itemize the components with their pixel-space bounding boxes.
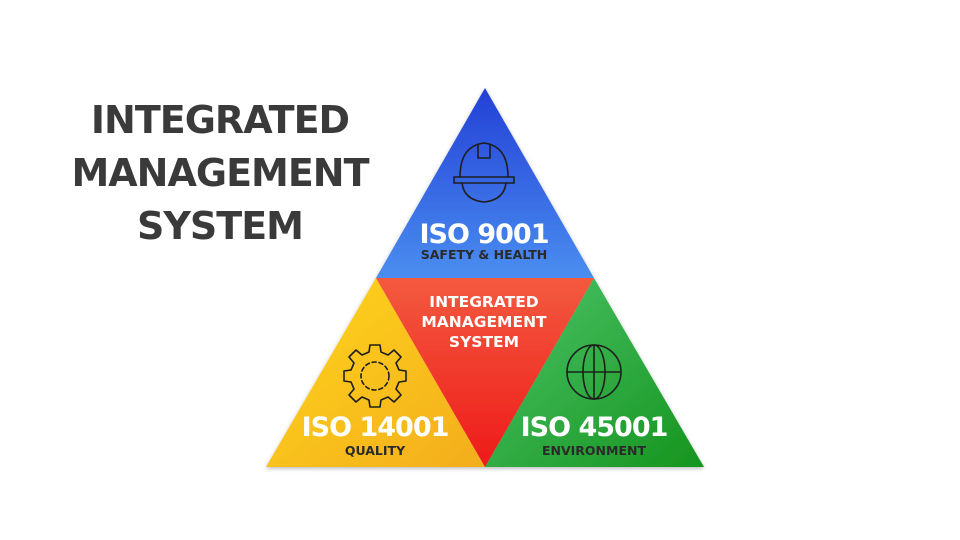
right-iso-title: ISO 45001 [521,412,668,443]
right-iso-subtitle: ENVIRONMENT [542,443,646,458]
center-section-triangle [376,278,594,467]
main-title-line-3: SYSTEM [137,204,304,248]
center-label-line-1: INTEGRATED [429,293,539,311]
gear-icon [343,344,407,408]
top-iso-title: ISO 9001 [420,219,549,250]
center-label-line-3: SYSTEM [449,333,519,351]
top-iso-subtitle: SAFETY & HEALTH [421,247,548,262]
hard-hat-icon [453,142,515,203]
left-iso-subtitle: QUALITY [345,443,406,458]
left-iso-title: ISO 14001 [302,412,449,443]
main-title-line-2: MANAGEMENT [71,151,369,195]
globe-icon [566,344,622,400]
center-label-line-2: MANAGEMENT [421,313,547,331]
main-title-line-1: INTEGRATED [90,98,350,142]
left-section-triangle [266,278,485,467]
main-title: INTEGRATED MANAGEMENT SYSTEM [40,94,400,253]
